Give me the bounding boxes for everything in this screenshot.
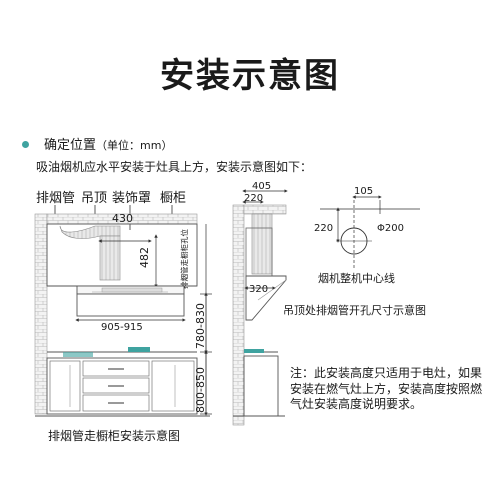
label-cover: 装饰罩 (112, 191, 151, 206)
section-label: 确定位置 (44, 138, 97, 153)
section-unit: （单位：mm） (96, 139, 173, 152)
dim-pipe-offset: 220 (244, 193, 263, 204)
hole-caption: 吊顶处排烟管开孔尺寸示意图 (283, 303, 426, 317)
dim-depth-top: 405 (252, 181, 271, 192)
page-title: 安装示意图 (160, 56, 340, 96)
side-view: 405 220 320 (232, 181, 288, 426)
dim-hood-height: 780-830 (194, 303, 207, 349)
dim-horizontal: 105 (354, 186, 373, 197)
exhaust-pipe-vertical (99, 235, 121, 281)
dim-pipe-width: 430 (112, 212, 133, 225)
dim-hood-width: 905-915 (101, 322, 143, 333)
side-wall (232, 204, 245, 426)
section-bullet-icon (22, 141, 29, 148)
front-caption: 排烟管走橱柜安装示意图 (48, 428, 180, 443)
label-ceiling: 吊顶 (81, 191, 107, 206)
label-cabinet: 橱柜 (160, 191, 186, 206)
stove-top (128, 347, 150, 352)
dim-diameter: Φ200 (377, 223, 404, 234)
front-view: 排烟管 吊顶 装饰罩 橱柜 430 482 (34, 191, 212, 443)
hood-body (76, 293, 185, 317)
dim-cover-height: 482 (138, 247, 151, 268)
installation-note: 注：此安装高度只适用于电灶，如果安装在燃气灶上方，安装高度按照燃气灶安装高度说明… (290, 366, 483, 411)
dim-vertical: 220 (314, 223, 333, 234)
side-lower-cabinet (243, 355, 279, 417)
left-brick-wall (34, 213, 48, 415)
label-exhaust-pipe: 排烟管 (36, 191, 75, 206)
side-hood (245, 275, 287, 321)
center-line-label: 烟机整机中心线 (318, 271, 395, 285)
hole-view: 105 220 Φ200 烟机整机中心线 吊顶处排烟管开孔尺寸示意图 (283, 186, 426, 317)
intro-text: 吸油烟机应水平安装于灶具上方，安装示意图如下： (36, 160, 313, 174)
cabinet-hole-text: 排烟管走橱柜孔位 (179, 229, 189, 289)
section-heading: 确定位置（单位：mm） (44, 134, 172, 153)
side-exhaust-pipe (251, 213, 273, 275)
lower-cabinet (46, 357, 198, 415)
dim-side-bottom: 320 (249, 284, 268, 295)
dim-stove-height: 800-850 (194, 367, 207, 413)
